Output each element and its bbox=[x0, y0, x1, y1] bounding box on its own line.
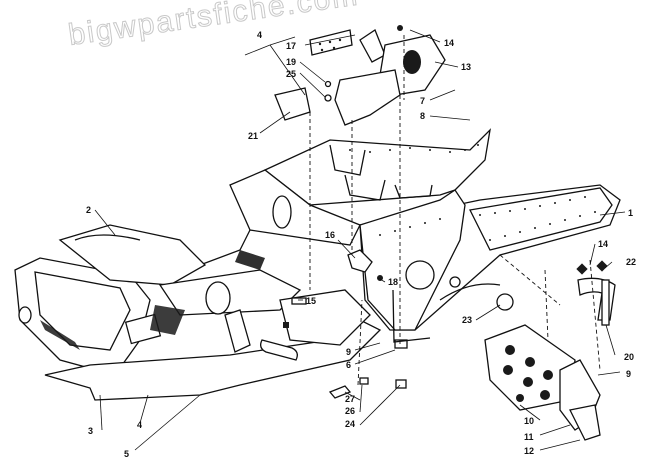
callout-14-right: 14 bbox=[598, 239, 608, 249]
callout-7: 7 bbox=[420, 96, 425, 106]
callout-1: 1 bbox=[628, 208, 633, 218]
callout-4-bottom: 4 bbox=[137, 420, 142, 430]
callout-27: 27 bbox=[345, 394, 355, 404]
callout-5: 5 bbox=[124, 449, 129, 459]
callout-21: 21 bbox=[248, 131, 258, 141]
callout-3: 3 bbox=[88, 426, 93, 436]
callout-20: 20 bbox=[624, 352, 634, 362]
callout-14-top: 14 bbox=[444, 38, 454, 48]
callout-4-top: 4 bbox=[257, 30, 262, 40]
callout-12: 12 bbox=[524, 446, 534, 456]
callout-11: 11 bbox=[524, 432, 534, 442]
callout-8: 8 bbox=[420, 111, 425, 121]
callout-22: 22 bbox=[626, 257, 636, 267]
callout-9-right: 9 bbox=[626, 369, 631, 379]
callout-19: 19 bbox=[286, 57, 296, 67]
callout-18: 18 bbox=[388, 277, 398, 287]
callout-25: 25 bbox=[286, 69, 296, 79]
callout-10: 10 bbox=[524, 416, 534, 426]
assembly-guide-lines bbox=[309, 35, 601, 386]
callout-9-left: 9 bbox=[346, 347, 351, 357]
callout-17: 17 bbox=[286, 41, 296, 51]
callout-13: 13 bbox=[461, 62, 471, 72]
footrest-skid-plate bbox=[484, 260, 616, 441]
steering-support-bracket bbox=[274, 25, 446, 126]
hardware-items bbox=[291, 249, 431, 399]
callout-24: 24 bbox=[345, 419, 355, 429]
callout-15: 15 bbox=[306, 296, 316, 306]
callout-2: 2 bbox=[86, 205, 91, 215]
callout-23: 23 bbox=[462, 315, 472, 325]
callout-26: 26 bbox=[345, 406, 355, 416]
chassis-frame bbox=[199, 128, 621, 331]
callout-leader-lines bbox=[94, 29, 626, 451]
callout-labels: 1 2 3 4 4 5 6 7 8 9 9 10 11 12 13 14 14 … bbox=[86, 30, 636, 459]
callout-6: 6 bbox=[346, 360, 351, 370]
callout-16: 16 bbox=[325, 230, 335, 240]
front-suspension-assembly bbox=[14, 224, 302, 376]
